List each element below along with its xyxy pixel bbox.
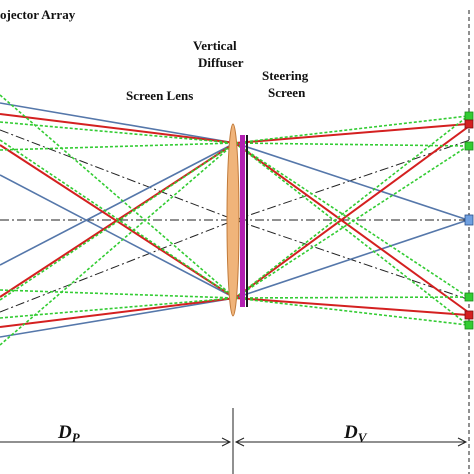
blue-ray (234, 142, 469, 221)
blue-ray (234, 219, 469, 299)
vertical-diffuser-label-line1: Vertical (193, 38, 237, 53)
guide-line-lower-left (0, 219, 236, 313)
green-ray (234, 142, 469, 147)
dimension-lines (0, 408, 468, 474)
green-ray (0, 142, 236, 301)
red-ray (234, 123, 469, 144)
viewer-markers (464, 111, 474, 330)
green-ray (0, 139, 236, 299)
dimension-dp-arrowhead (221, 437, 232, 447)
dimension-dp-label: DP (57, 422, 81, 445)
viewer-marker-red (464, 310, 474, 320)
dimension-dv-label: DV (343, 422, 368, 445)
green-ray (0, 289, 236, 299)
vertical-diffuser (240, 135, 245, 307)
viewer-marker-green (464, 141, 474, 151)
viewer-marker-green (464, 292, 474, 302)
green-ray (0, 297, 236, 319)
green-ray (0, 142, 236, 151)
green-ray (234, 115, 469, 144)
vertical-diffuser-label-line2: Diffuser (198, 55, 244, 70)
blue-ray (0, 142, 236, 266)
green-ray (0, 121, 236, 144)
green-ray (234, 142, 469, 326)
blue-ray (0, 102, 236, 144)
viewer-marker-red (464, 119, 474, 129)
green-ray (0, 142, 236, 346)
blue-rays (0, 102, 469, 338)
red-ray (234, 126, 469, 299)
dimension-dv-arrowhead-left (234, 437, 245, 447)
viewer-marker-green (464, 320, 474, 330)
red-ray (234, 297, 469, 316)
green-ray (234, 297, 469, 326)
steering-screen-label-line1: Steering (262, 68, 309, 83)
guide-line-lower-right (234, 219, 471, 301)
dimension-dv-arrowhead-right (457, 437, 468, 447)
viewer-marker-green (464, 111, 474, 121)
green-ray (234, 115, 469, 299)
red-ray (234, 142, 469, 313)
guide-line-upper-left (0, 129, 236, 221)
projector-array-label: ojector Array (0, 7, 76, 22)
green-rays (0, 94, 469, 346)
screen-lens-label: Screen Lens (126, 88, 193, 103)
blue-ray (0, 297, 236, 338)
green-ray (234, 142, 469, 298)
blue-ray (0, 174, 236, 299)
red-ray (0, 297, 236, 328)
red-ray (0, 113, 236, 144)
viewer-marker-blue (464, 214, 474, 226)
green-ray (234, 145, 469, 299)
green-ray (0, 94, 236, 299)
green-ray (234, 296, 469, 299)
screen-lens (226, 123, 240, 317)
steering-screen-label-line2: Screen (268, 85, 306, 100)
